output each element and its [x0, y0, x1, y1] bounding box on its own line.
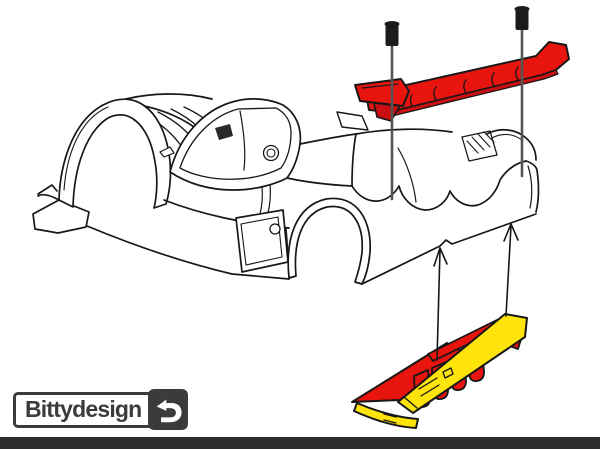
screw-cap	[514, 6, 530, 12]
engine-grille	[461, 130, 498, 162]
wing-mount-left	[373, 102, 401, 122]
canopy-pillar	[239, 110, 246, 171]
mirror	[159, 146, 175, 158]
footer-bar	[0, 437, 600, 449]
diffuser-skid-yellow	[353, 402, 419, 429]
canopy-base-joint	[286, 177, 353, 187]
wing-endplate-left	[354, 78, 410, 107]
diffuser-plate-fold	[403, 396, 418, 409]
body-pin-screw-left	[384, 21, 400, 201]
arrow-head	[433, 247, 448, 267]
roof-scoop	[336, 111, 369, 131]
logo-wordmark: Bittydesign	[25, 395, 142, 422]
front-splitter	[32, 199, 90, 234]
front-fender	[58, 98, 172, 209]
screw-head	[515, 9, 529, 30]
diffuser-plate-yellow	[397, 313, 528, 414]
bittydesign-logo: Bittydesign	[13, 389, 189, 430]
logo-mark-box	[148, 389, 189, 430]
wing-gurney-ticks	[409, 66, 519, 107]
fuel-cap-inner	[266, 148, 276, 158]
side-panel-inner	[240, 216, 283, 266]
bittydesign-b-mark-icon	[156, 399, 182, 422]
front-nose-line	[37, 193, 60, 201]
rear-hump-far	[486, 128, 537, 161]
car-body-drawing	[32, 93, 540, 285]
logo-text-box: Bittydesign	[13, 392, 159, 428]
engine-grille-hatch	[466, 131, 495, 154]
arrow-shaft	[505, 225, 512, 317]
door-rear-seam	[259, 185, 263, 215]
rear-wing-part	[354, 41, 570, 122]
rear-corner-inner	[527, 165, 533, 209]
rear-arch-outer	[287, 197, 371, 285]
rear-deck-curve	[397, 147, 417, 203]
door-rear-seam2	[267, 183, 271, 214]
canopy-glass	[179, 107, 292, 180]
front-canard-line	[37, 184, 58, 195]
rocker-line	[86, 225, 290, 280]
rear-deck-left-edge	[351, 133, 357, 187]
rear-deck-top-edge	[355, 128, 453, 135]
rear-bottom-edge	[361, 213, 537, 285]
rear-corner-edge	[525, 160, 540, 213]
body-pin-screw-right	[514, 6, 530, 178]
diffuser-plate-slots	[418, 367, 454, 397]
canopy-outline	[169, 98, 302, 191]
rear-diffuser-part	[351, 313, 528, 429]
diffuser-skid-notch	[383, 413, 397, 424]
side-panel-dot	[269, 223, 281, 235]
screw-cap	[384, 21, 400, 27]
screw-head	[385, 24, 399, 46]
mounting-arrow-left	[433, 247, 448, 361]
fuel-cap-circle	[262, 144, 280, 162]
rear-hump-far-inner	[491, 133, 524, 142]
arrow-shaft	[436, 249, 441, 361]
engine-spine	[299, 133, 357, 145]
rear-deck-wavy-edge	[351, 160, 527, 211]
front-fender-crest-line	[63, 106, 109, 191]
mounting-arrow-right	[503, 223, 519, 317]
arrow-head	[503, 223, 519, 242]
headrest-shape	[215, 124, 233, 140]
